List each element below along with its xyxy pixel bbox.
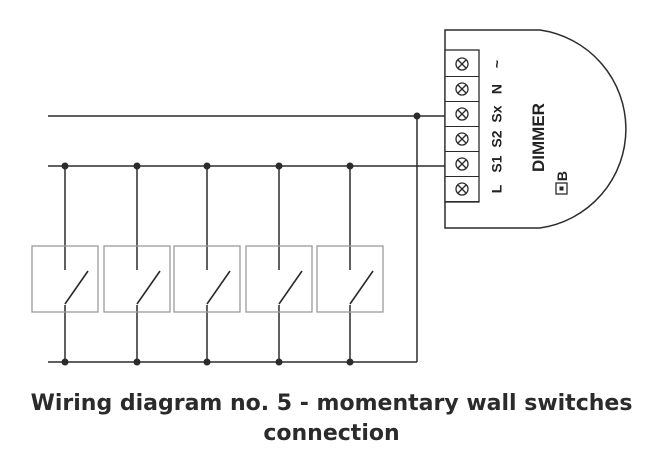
caption-line-1: Wiring diagram no. 5 - momentary wall sw… xyxy=(30,391,633,416)
screw-slot xyxy=(457,59,467,69)
terminal-label-sx: Sx xyxy=(489,105,505,122)
wall-switch xyxy=(31,162,99,366)
switch-box xyxy=(316,245,384,313)
terminal-label-n: N xyxy=(489,84,505,94)
dimmer-housing xyxy=(444,29,627,229)
switch-box xyxy=(245,245,313,313)
screw-slot xyxy=(457,109,467,119)
screw-slot xyxy=(457,134,467,144)
screw-terminal xyxy=(445,132,479,152)
screw-terminal xyxy=(445,82,479,102)
wall-switch xyxy=(316,162,384,366)
screw-terminal xyxy=(445,157,479,177)
switch-contact xyxy=(64,270,89,305)
switch-contact xyxy=(278,270,303,305)
terminal-group xyxy=(445,57,479,202)
b-button-center xyxy=(559,186,564,191)
screw-slot xyxy=(457,159,467,169)
wiring-diagram: L S1 S2 Sx N ~ DIMMER B xyxy=(31,29,627,366)
terminal-labels: L S1 S2 Sx N ~ xyxy=(489,60,505,193)
screw-terminal xyxy=(445,182,479,202)
dimmer-module: L S1 S2 Sx N ~ DIMMER B xyxy=(444,29,627,229)
terminal-label-ac: ~ xyxy=(489,60,505,68)
screw-terminal xyxy=(445,57,479,77)
wall-switch xyxy=(103,162,171,366)
switch-group xyxy=(31,162,384,366)
screw-slot xyxy=(457,184,467,194)
screw-terminal xyxy=(445,107,479,127)
junction-dot xyxy=(413,112,421,120)
terminal-label-s1: S1 xyxy=(489,155,505,172)
switch-contact xyxy=(349,270,374,305)
switch-contact xyxy=(206,270,231,305)
b-button-label: B xyxy=(554,171,570,181)
dimmer-title: DIMMER xyxy=(529,103,548,172)
caption-line-2: connection xyxy=(263,421,400,446)
wall-switch xyxy=(173,162,241,366)
switch-contact xyxy=(136,270,161,305)
screw-slot xyxy=(457,84,467,94)
switch-box xyxy=(173,245,241,313)
switch-box xyxy=(31,245,99,313)
terminal-label-s2: S2 xyxy=(489,130,505,147)
terminal-label-l: L xyxy=(489,184,505,193)
wall-switch xyxy=(245,162,313,366)
switch-box xyxy=(103,245,171,313)
